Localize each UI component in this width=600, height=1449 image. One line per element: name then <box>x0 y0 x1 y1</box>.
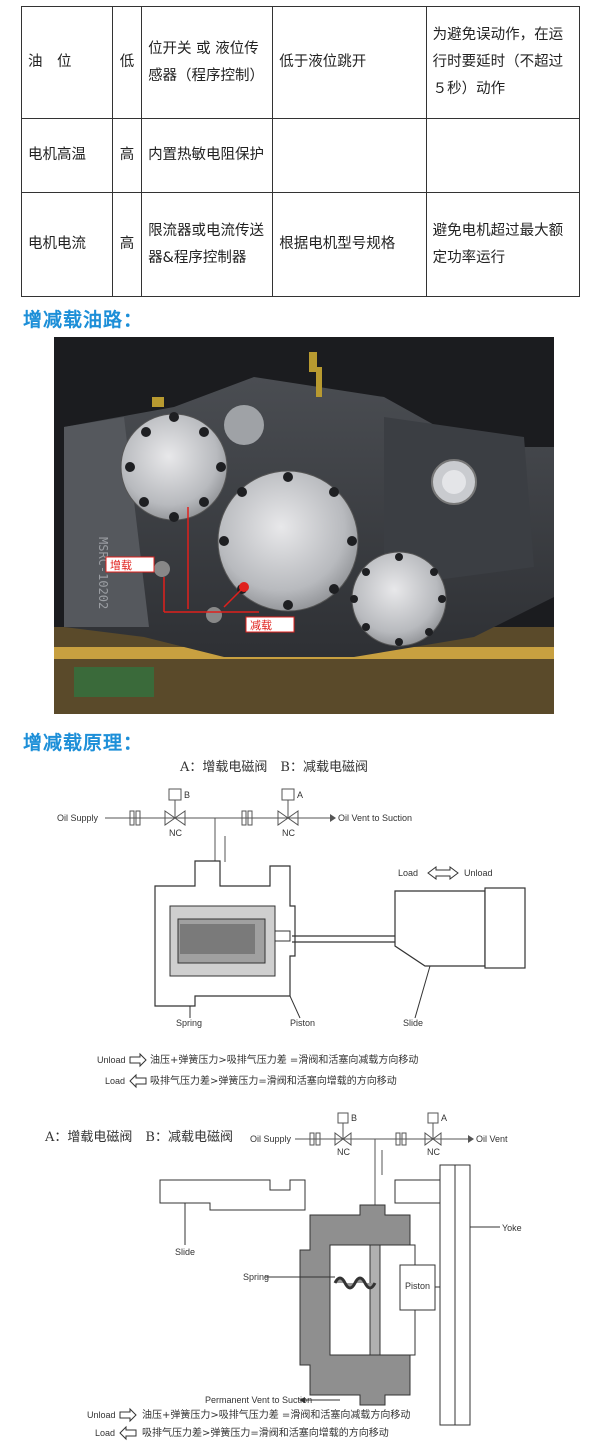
valve-a-label: A <box>297 790 303 800</box>
valve-b-label: B <box>184 790 190 800</box>
valve-a-nc-label: NC <box>282 828 295 838</box>
cell-method: 位开关 或 液位传感器（程序控制） <box>141 6 274 119</box>
cell-note: 避免电机超过最大额定功率运行 <box>425 192 581 297</box>
unload-label: 减载 <box>250 619 272 632</box>
load-direction-label: Load <box>398 868 418 878</box>
valve-a-label: A <box>441 1113 447 1123</box>
cell-action <box>272 118 427 193</box>
cell-name: 油 位 <box>21 6 113 119</box>
cell-note <box>425 118 581 193</box>
cell-name: 电机电流 <box>21 192 113 297</box>
svg-text:MSRC-10202: MSRC-10202 <box>96 537 110 609</box>
cell-name: 电机高温 <box>21 118 113 193</box>
valve-a-nc-label: NC <box>427 1147 440 1157</box>
oil-path-heading: 增减载油路： <box>23 309 144 331</box>
oil-supply-label: Oil Supply <box>250 1134 292 1144</box>
cell-level: 低 <box>111 6 143 119</box>
slide-label: Slide <box>403 1018 423 1028</box>
piston-label: Piston <box>405 1281 430 1291</box>
diagram-title: A：增载电磁阀 B：减载电磁阀 <box>44 1130 233 1145</box>
cell-method: 限流器或电流传送器&程序控制器 <box>141 192 274 297</box>
cell-level: 高 <box>111 192 143 297</box>
legend-unload-key: Unload <box>87 1410 116 1420</box>
cell-action: 根据电机型号规格 <box>272 192 427 297</box>
compressor-photo: MSRC-10202 增载 减载 <box>54 337 554 714</box>
piston-label: Piston <box>290 1018 315 1028</box>
cell-note: 为避免误动作，在运行时要延时（不超过５秒）动作 <box>425 6 581 119</box>
permanent-vent-label: Permanent Vent to Suction <box>205 1395 312 1405</box>
load-label: 增载 <box>110 558 132 572</box>
legend-unload-text: 油压+弹簧压力>吸排气压力差 =滑阀和活塞向减载方向移动 <box>142 1408 410 1421</box>
cell-method: 内置热敏电阻保护 <box>141 118 274 193</box>
table-row: 电机高温 高 内置热敏电阻保护 <box>21 118 581 193</box>
cell-level: 高 <box>111 118 143 193</box>
legend-load-text: 吸排气压力差>弹簧压力=滑阀和活塞向增载的方向移动 <box>150 1074 397 1087</box>
diagram-title: A：增载电磁阀 B：减载电磁阀 <box>179 760 368 775</box>
valve-b-nc-label: NC <box>169 828 182 838</box>
unload-direction-label: Unload <box>464 868 493 878</box>
legend-load-text: 吸排气压力差>弹簧压力=滑阀和活塞向增载的方向移动 <box>142 1426 389 1439</box>
legend-load-key: Load <box>95 1428 115 1438</box>
legend-unload-key: Unload <box>97 1055 126 1065</box>
table-row: 电机电流 高 限流器或电流传送器&程序控制器 根据电机型号规格 避免电机超过最大… <box>21 192 581 297</box>
spring-label: Spring <box>176 1018 202 1028</box>
table-row: 油 位 低 位开关 或 液位传感器（程序控制） 低于液位跳开 为避免误动作，在运… <box>21 6 581 119</box>
legend-unload-text: 油压+弹簧压力>吸排气压力差 =滑阀和活塞向减载方向移动 <box>150 1053 418 1066</box>
slide-label: Slide <box>175 1247 195 1257</box>
valve-b-label: B <box>351 1113 357 1123</box>
protection-table: 油 位 低 位开关 或 液位传感器（程序控制） 低于液位跳开 为避免误动作，在运… <box>21 6 581 297</box>
slide-valve-diagram-1: A：增载电磁阀 B：减载电磁阀 Oil Supply Oil Vent to S… <box>57 760 526 1089</box>
oil-supply-label: Oil Supply <box>57 813 99 823</box>
principle-heading: 增减载原理： <box>23 732 144 754</box>
legend-load-key: Load <box>105 1076 125 1086</box>
slide-valve-diagram-2: A：增载电磁阀 B：减载电磁阀 Oil Supply Oil Vent B A … <box>44 1112 522 1441</box>
oil-vent-label: Oil Vent to Suction <box>338 813 412 823</box>
spring-label: Spring <box>243 1272 269 1282</box>
cell-action: 低于液位跳开 <box>272 6 427 119</box>
valve-b-nc-label: NC <box>337 1147 350 1157</box>
oil-vent-label: Oil Vent <box>476 1134 508 1144</box>
yoke-label: Yoke <box>502 1223 522 1233</box>
